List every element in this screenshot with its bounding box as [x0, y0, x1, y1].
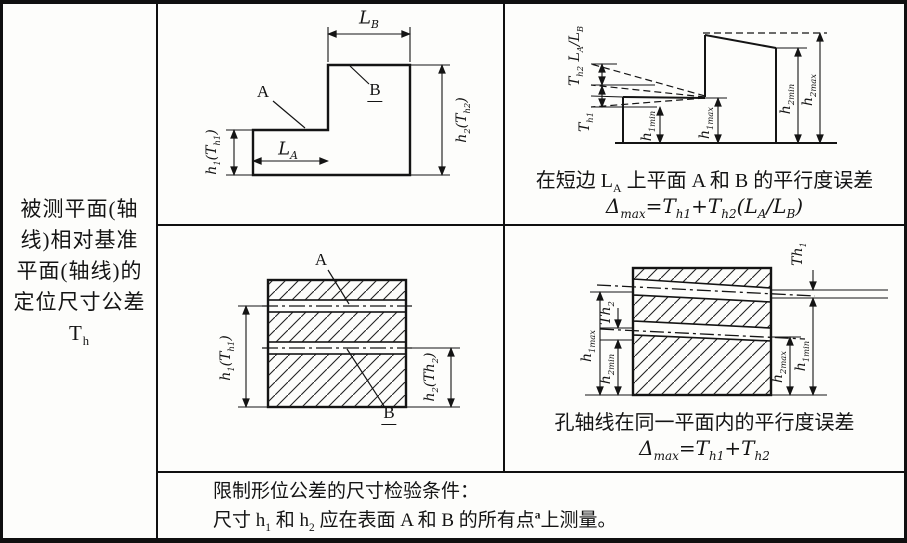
leader-b [349, 65, 370, 85]
hole1-axis [596, 284, 816, 297]
surface-a-label: A [256, 82, 270, 101]
dim-h1: h1(Th1) [218, 335, 236, 381]
dim-th2: Th2 [598, 301, 616, 325]
inspection-notes-line2: 尺寸 h1 和 h2 应在表面 A 和 B 的所有点a上测量。 [213, 509, 617, 534]
axis-a-label: A [314, 250, 328, 269]
dim-h1max: h1max [579, 329, 597, 363]
dim-th1: Th1 [577, 111, 595, 133]
holes-tolerance-drawing [585, 266, 888, 397]
holes-tolerance-caption: 孔轴线在同一平面内的平行度误差 [554, 412, 855, 434]
dim-h2: h2(Th2) [422, 352, 440, 402]
dim-h1min: h1min [639, 110, 657, 142]
table-grid: 被测平面(轴线)相对基准平面(轴线)的定位尺寸公差 Th [3, 4, 904, 538]
hole2-axis [599, 328, 806, 340]
holes-part-drawing-cell: A B h1(Th1) h2(Th2) [158, 226, 505, 473]
dim-lb: LB [359, 7, 379, 32]
inspection-notes-line1: 限制形位公差的尺寸检验条件： [213, 481, 480, 502]
leader-b [346, 348, 385, 407]
row-header-text: 被测平面(轴线)相对基准平面(轴线)的定位尺寸公差 Th [13, 196, 146, 348]
leader-a [327, 269, 350, 305]
step-tolerance-caption: 在短边 LA 上平面 A 和 B 的平行度误差 [535, 170, 874, 195]
surface-b-label: B [367, 80, 383, 102]
axis-b-label: B [381, 403, 397, 425]
step-part-outline [251, 63, 412, 177]
dim-h2max: h2max [770, 350, 788, 384]
row-header-cell: 被测平面(轴线)相对基准平面(轴线)的定位尺寸公差 Th [3, 4, 158, 538]
dim-th1: Th1 [790, 242, 808, 266]
step-tolerance-formula: Δmax=Th1+Th2(LA/LB) [605, 194, 804, 221]
dim-la: LA [278, 138, 298, 163]
holes-part-drawing [238, 269, 460, 409]
step-part-drawing [226, 27, 450, 177]
dim-h2: h2(Th2) [454, 97, 472, 143]
inspection-notes-cell: 限制形位公差的尺寸检验条件： 尺寸 h1 和 h2 应在表面 A 和 B 的所有… [158, 473, 904, 538]
dim-h2min: h2min [598, 353, 616, 385]
step-tolerance-cell: Th2 LA/LB Th1 h1min h1max h2min h2max 在短… [505, 4, 904, 226]
holes-tolerance-formula: Δmax=Th1+Th2 [639, 436, 770, 463]
dim-h2min: h2min [778, 83, 796, 115]
dim-h1min: h1min [793, 340, 811, 372]
dim-th2-ratio: Th2 LA/LB [567, 25, 585, 87]
leader-a [272, 100, 306, 129]
dim-h2max: h2max [800, 73, 818, 107]
holes-tolerance-cell: Th1 Th2 h1max h2min h2max h1min 孔轴线在同一平面… [505, 226, 904, 473]
step-tolerance-drawing [590, 32, 837, 144]
step-part-drawing-cell: LB LA A B h1(Th1) h2(Th2) [158, 4, 505, 226]
dim-h1: h1(Th1) [204, 129, 222, 175]
dim-h1max: h1max [697, 106, 715, 140]
